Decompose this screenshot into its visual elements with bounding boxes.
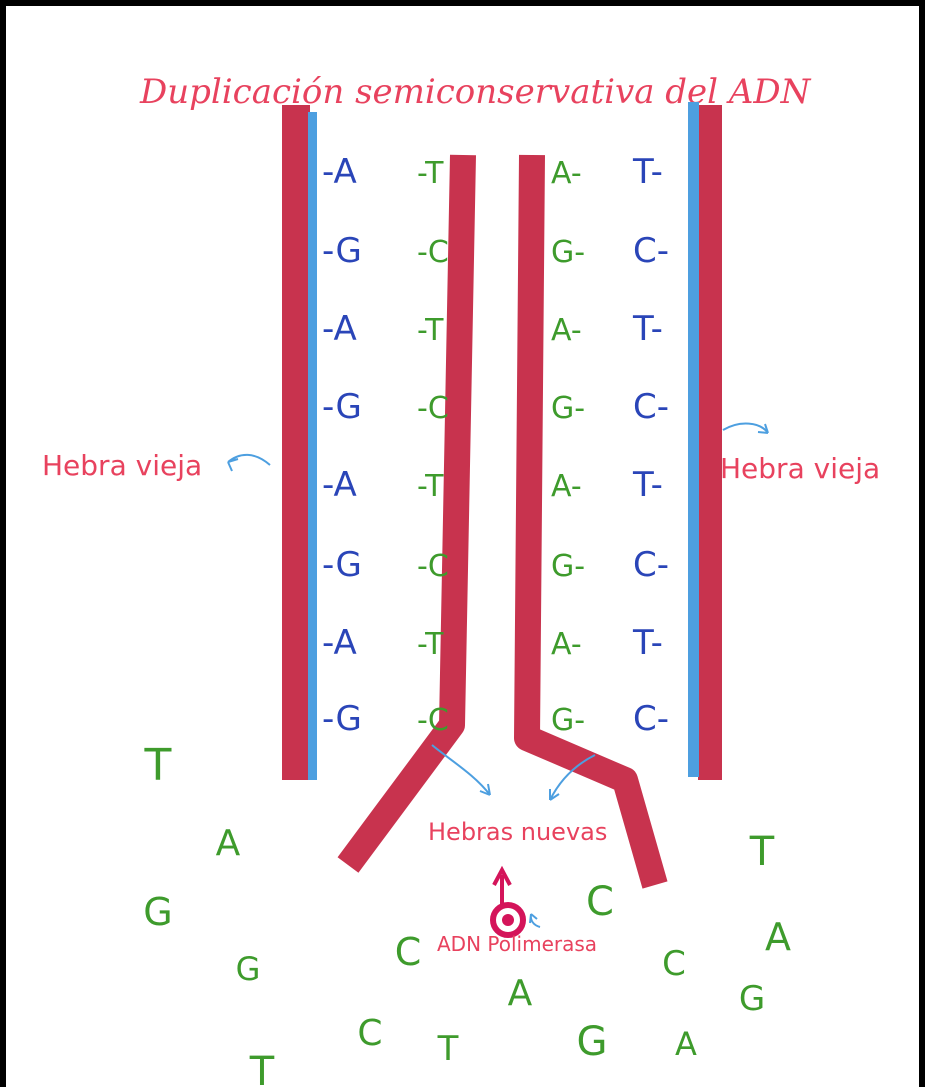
- left-new-base: -C: [417, 235, 449, 270]
- left-old-base: -G: [322, 545, 362, 585]
- free-nucleotide: C: [662, 944, 686, 984]
- free-nucleotide: A: [508, 973, 533, 1014]
- left-new-base: -C: [417, 549, 449, 584]
- left-old-base: -A: [322, 465, 357, 505]
- right-new-base: A-: [551, 156, 582, 191]
- right-new-base: G-: [551, 703, 585, 738]
- right-old-base: C-: [633, 699, 669, 739]
- free-nucleotide: A: [216, 823, 241, 864]
- free-nucleotide: G: [739, 979, 765, 1019]
- label-old-strand-left: Hebra vieja: [42, 449, 202, 482]
- free-nucleotide: T: [749, 829, 775, 875]
- left-new-base: -T: [417, 313, 444, 348]
- right-old-base: T-: [632, 309, 663, 349]
- left-old-bases: -A -G -A -G -A -G -A -G: [322, 152, 362, 739]
- left-old-base: -A: [322, 152, 357, 192]
- free-nucleotide: A: [675, 1025, 697, 1063]
- left-old-base: -A: [322, 309, 357, 349]
- right-new-base: G-: [551, 391, 585, 426]
- arrow-right-old: [723, 424, 768, 433]
- left-new-base: -T: [417, 469, 444, 504]
- free-nucleotide: A: [765, 915, 791, 959]
- right-new-base: A-: [551, 627, 582, 662]
- left-old-strand-backbone: [282, 105, 310, 780]
- left-old-base: -G: [322, 387, 362, 427]
- free-nucleotide: C: [395, 930, 422, 974]
- right-old-base: C-: [633, 231, 669, 271]
- left-old-strand-edge: [308, 112, 317, 780]
- label-old-strand-right: Hebra vieja: [720, 452, 880, 485]
- free-nucleotide: G: [143, 890, 172, 934]
- left-old-base: -G: [322, 699, 362, 739]
- free-nucleotide: T: [249, 1049, 275, 1087]
- arrow-polymerase: [530, 914, 540, 927]
- arrow-new-left: [432, 745, 490, 795]
- right-new-base: A-: [551, 313, 582, 348]
- right-old-base: T-: [632, 465, 663, 505]
- left-new-base: -C: [417, 703, 449, 738]
- right-new-bases: A- G- A- G- A- G- A- G-: [551, 156, 585, 738]
- right-old-base: C-: [633, 545, 669, 585]
- right-new-base: G-: [551, 549, 585, 584]
- free-nucleotide: C: [357, 1013, 382, 1054]
- right-old-base: T-: [632, 152, 663, 192]
- right-new-base: G-: [551, 235, 585, 270]
- right-old-strand-backbone: [698, 105, 722, 780]
- left-old-base: -A: [322, 623, 357, 663]
- label-new-strands: Hebras nuevas: [428, 818, 607, 846]
- right-old-bases: T- C- T- C- T- C- T- C-: [632, 152, 669, 739]
- right-new-base: A-: [551, 469, 582, 504]
- polymerase-icon: [493, 870, 523, 935]
- free-nucleotide: G: [236, 950, 261, 988]
- left-new-base: -T: [417, 156, 444, 191]
- free-nucleotide: T: [144, 740, 172, 791]
- right-old-base: T-: [632, 623, 663, 663]
- right-old-base: C-: [633, 387, 669, 427]
- right-old-strand-edge: [688, 102, 699, 777]
- label-polymerase: ADN Polimerasa: [437, 932, 597, 956]
- free-nucleotide: G: [577, 1019, 608, 1065]
- left-new-base: -T: [417, 627, 444, 662]
- arrow-left-old: [228, 455, 270, 471]
- left-old-base: -G: [322, 231, 362, 271]
- left-new-base: -C: [417, 391, 449, 426]
- free-nucleotide: T: [437, 1029, 459, 1069]
- free-nucleotide: C: [586, 879, 614, 925]
